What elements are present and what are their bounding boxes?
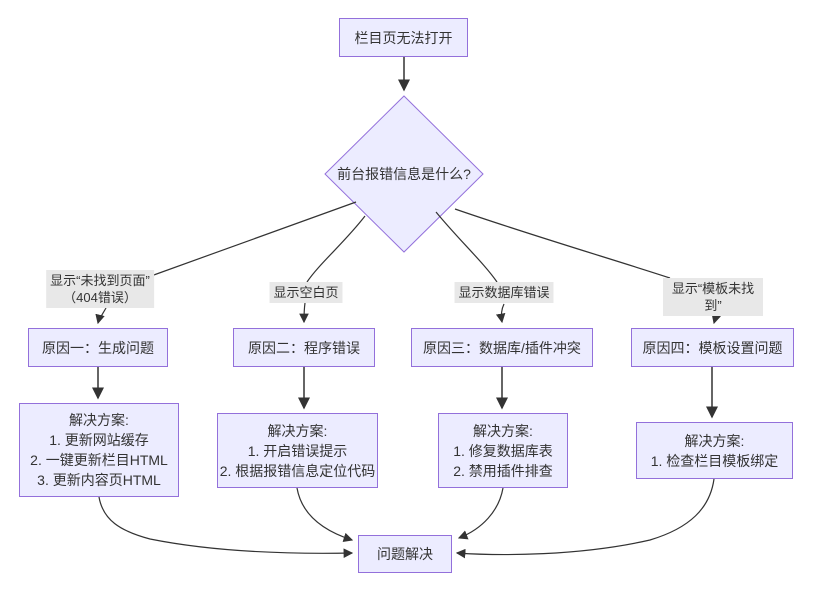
edge-label-db-error: 显示数据库错误 — [454, 282, 554, 303]
node-solution-3: 解决方案: 1. 修复数据库表 2. 禁用插件排查 — [438, 413, 568, 488]
edge-solution-3-to-end — [457, 487, 504, 540]
edge-solution-1-to-end — [98, 496, 354, 558]
edge-decision-to-label-4 — [454, 208, 671, 279]
node-cause-4: 原因四：模板设置问题 — [631, 328, 794, 367]
edge-label-404: 显示“未找到页面” （404错误） — [46, 270, 154, 308]
decision-label: 前台报错信息是什么? — [337, 166, 471, 182]
node-cause-2: 原因二：程序错误 — [233, 328, 375, 367]
edge-solution-2-to-end — [296, 487, 354, 542]
node-start: 栏目页无法打开 — [339, 18, 468, 57]
node-solution-4: 解决方案: 1. 检查栏目模板绑定 — [636, 422, 793, 479]
edge-label-to-cause-3 — [495, 303, 506, 324]
node-cause-3: 原因三：数据库/插件冲突 — [411, 328, 593, 367]
edge-decision-to-label-2 — [306, 215, 366, 283]
decision-diamond — [324, 95, 484, 253]
node-solution-2: 解决方案: 1. 开启错误提示 2. 根据报错信息定位代码 — [217, 413, 378, 488]
edge-label-template-missing: 显示“模板未找到” — [663, 278, 763, 316]
edge-label-blank-page: 显示空白页 — [269, 282, 343, 303]
node-cause-1: 原因一：生成问题 — [28, 328, 168, 367]
edge-decision-to-label-1 — [150, 201, 357, 277]
edge-label-to-cause-2 — [299, 302, 309, 324]
node-end: 问题解决 — [358, 535, 452, 573]
node-solution-1: 解决方案: 1. 更新网站缓存 2. 一键更新栏目HTML 3. 更新内容页HT… — [19, 403, 179, 497]
edge-solution-4-to-end — [455, 478, 715, 559]
edge-decision-to-label-3 — [435, 211, 498, 283]
edge-label-to-cause-1 — [95, 307, 107, 325]
